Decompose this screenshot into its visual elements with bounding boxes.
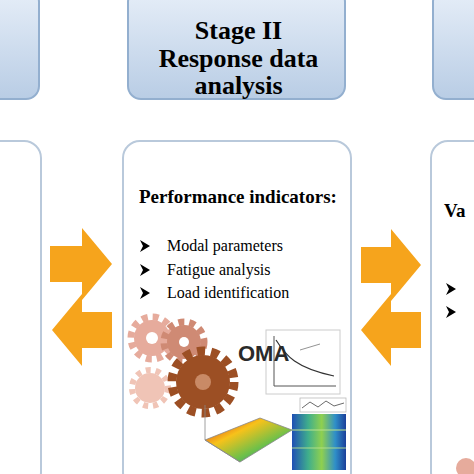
bullet-item: Load identification [167,285,289,302]
section-heading: Performance indicators: [139,187,337,207]
cropped-content-box [0,140,42,474]
block-arrow [52,294,112,366]
bullet-item: Modal parameters [167,238,283,255]
section-heading: Va [444,201,465,221]
cropped-header-box [0,0,40,100]
block-arrow [50,228,112,300]
stage-header-box: Stage IIResponse data analysis [127,0,346,100]
bullet-item: Fatigue analysis [167,262,271,279]
cropped-header-box [432,0,474,100]
stage-subtitle: Response data analysis [139,45,338,100]
content-box: Va [430,140,474,474]
block-arrow [361,294,421,366]
stage-title: Stage II [129,17,348,44]
block-arrow [361,229,421,301]
icon-label: OMA [238,342,289,365]
content-box: Performance indicators: Modal parametersF… [122,140,352,474]
